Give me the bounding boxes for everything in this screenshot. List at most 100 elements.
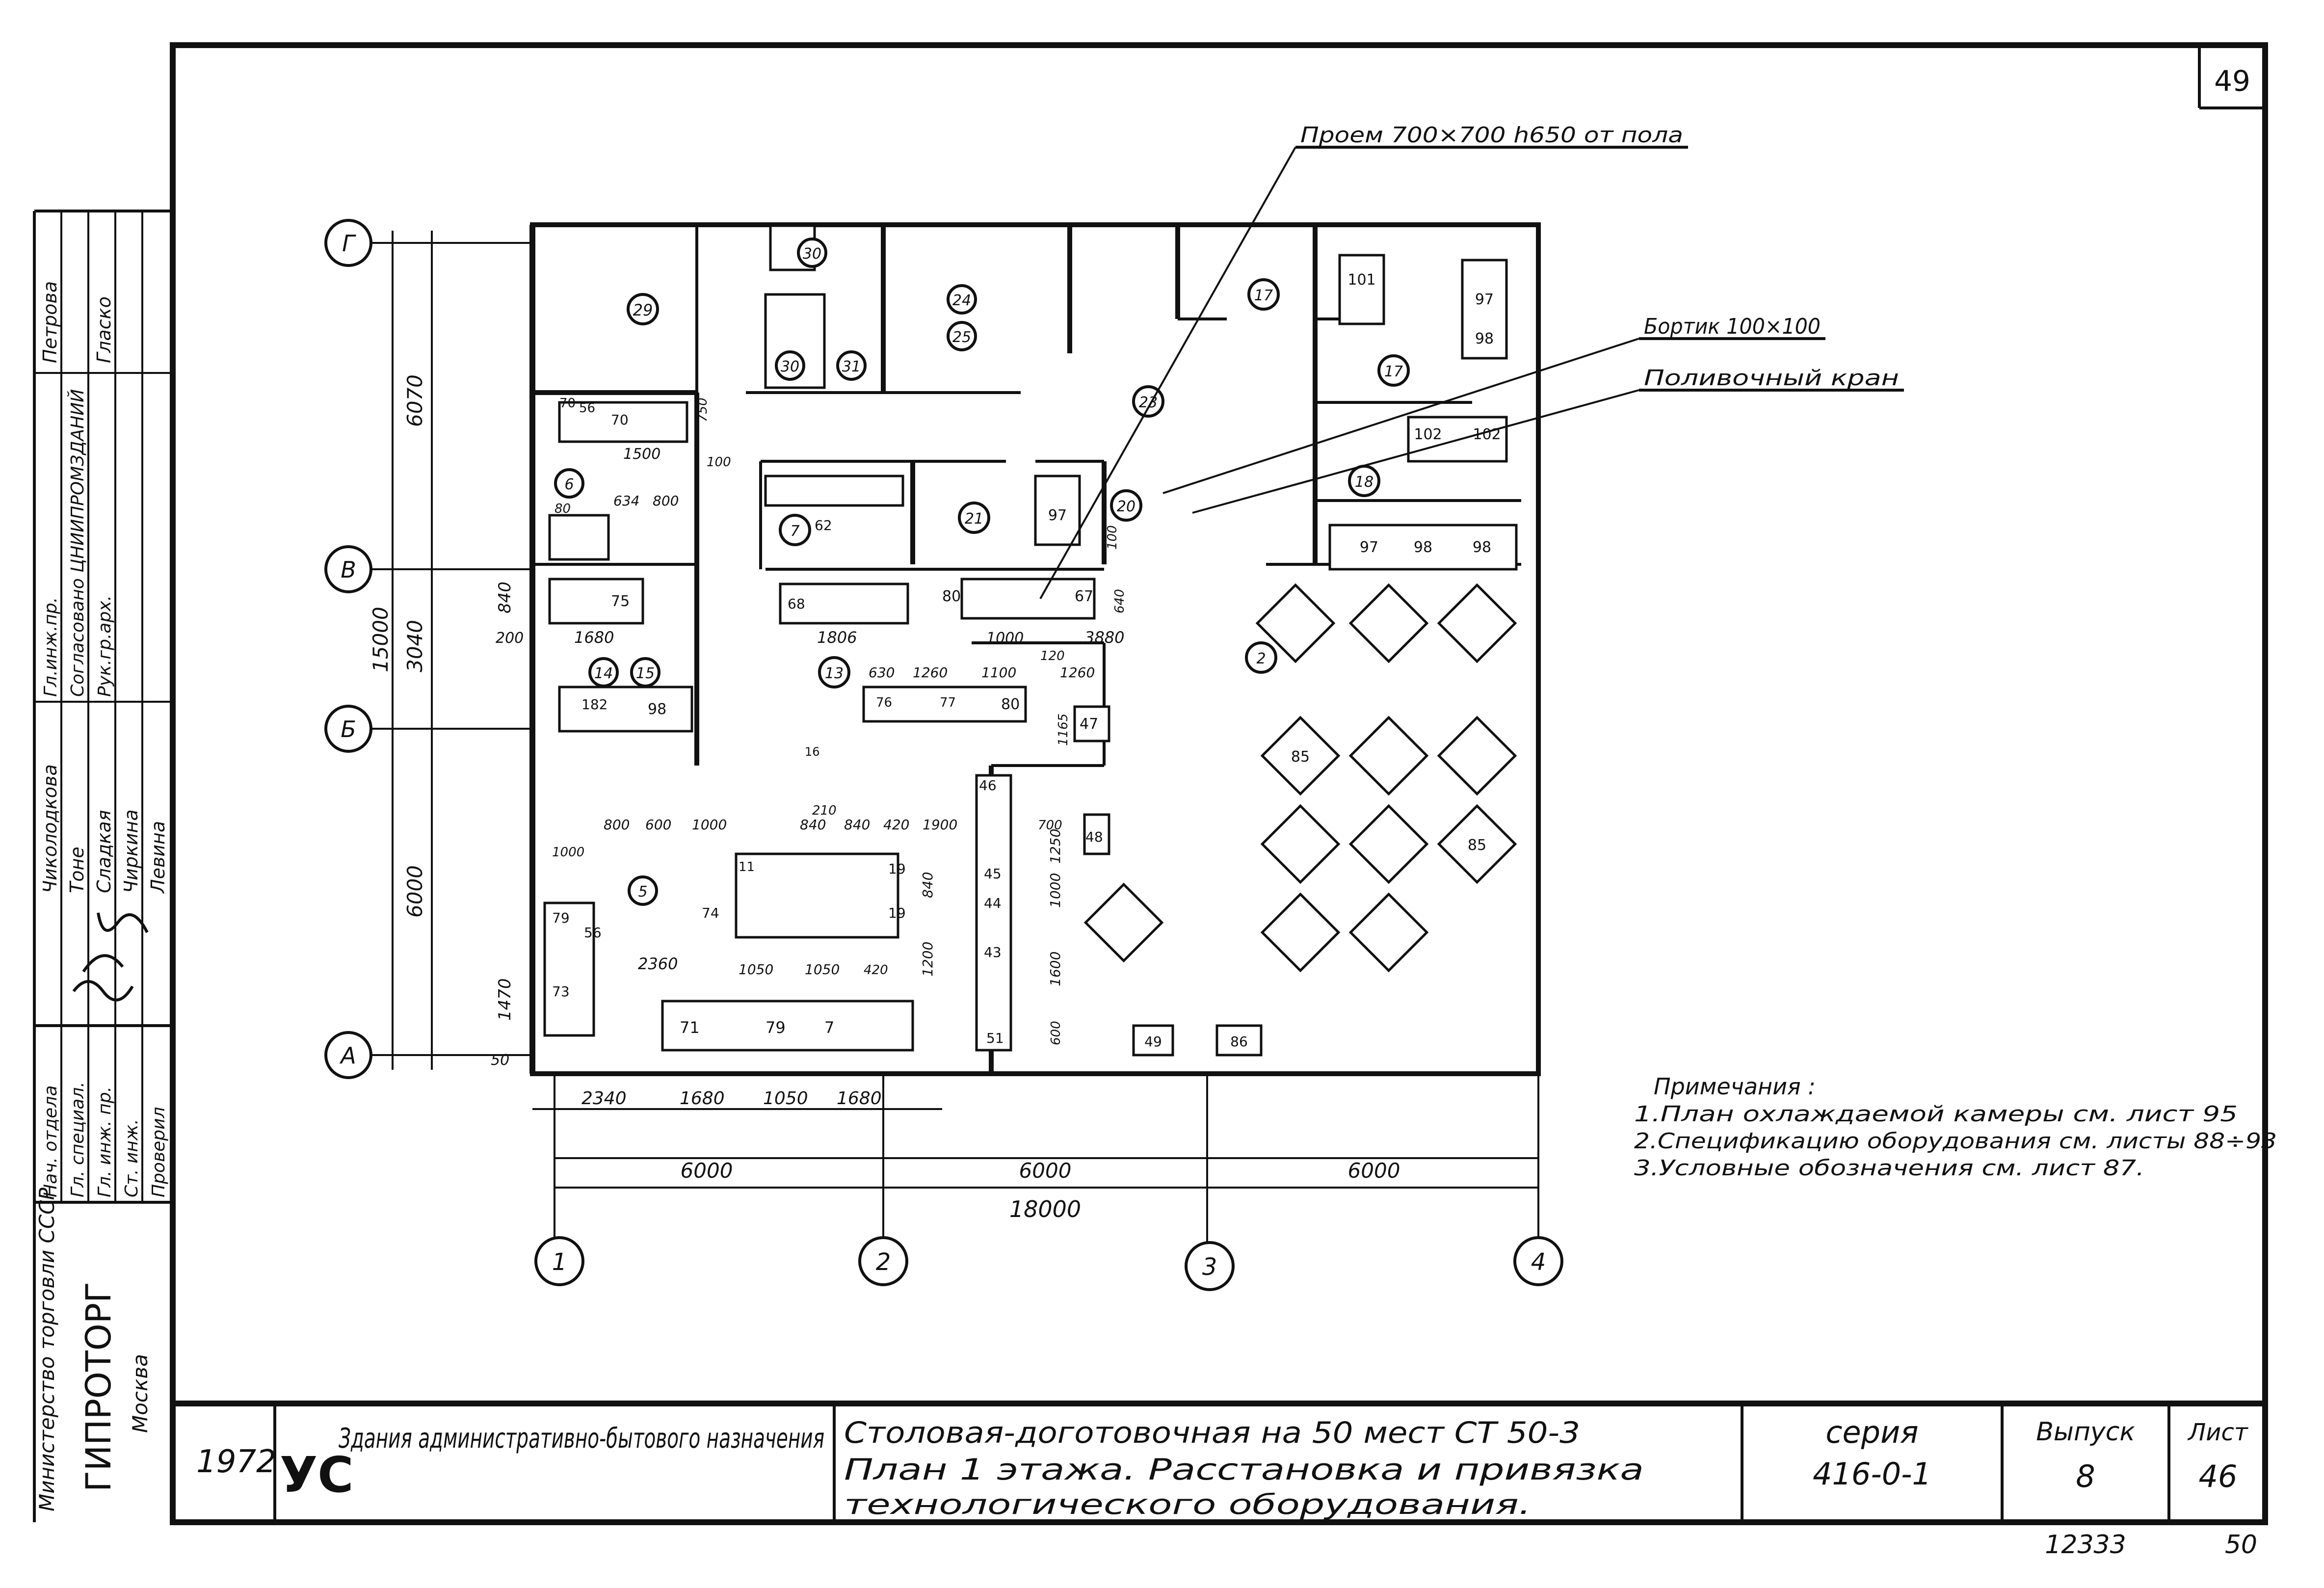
inline-dim-13: 1260 [1060, 664, 1095, 681]
dim-bay-1: 6000 [681, 1159, 733, 1183]
inline-dim-32: 700 [1038, 818, 1062, 833]
callouts: Проем 700×700 h650 от пола Бортик 100×10… [1300, 123, 1899, 391]
approval-role-2: Согласовано ЦНИИПРОМЗДАНИЙ [67, 389, 88, 697]
eq-97-b: 97 [1360, 539, 1378, 556]
room-20: 20 [1117, 498, 1136, 515]
dim-left-small-1: 840 [495, 582, 515, 613]
eq-97-c: 97 [1048, 507, 1067, 524]
eq-43: 43 [984, 944, 1002, 960]
title-line-2: План 1 этажа. Расстановка и привязка [844, 1453, 1644, 1487]
dimension-texts: 15000 6070 3040 6000 840 200 1470 50 234… [369, 374, 1400, 1222]
eq-75: 75 [611, 593, 630, 610]
inline-dim-5: 80 [555, 502, 571, 516]
room-17-a: 17 [1254, 287, 1273, 304]
eq-49: 49 [1144, 1033, 1162, 1050]
inline-dim-24: 1050 [805, 961, 840, 978]
stamp-role-3: Гл. инж. пр. [95, 1086, 115, 1197]
room-25: 25 [952, 329, 971, 346]
inline-dim-16: 1000 [692, 817, 727, 833]
inline-dim-37: 210 [812, 803, 837, 818]
inline-dim-2: 100 [707, 455, 731, 470]
inline-dim-12: 1100 [981, 664, 1016, 681]
stamp-name-4: Чиркина [120, 809, 142, 893]
eq-77: 77 [940, 695, 956, 710]
callout-opening: Проем 700×700 h650 от пола [1300, 123, 1683, 148]
title-line-1: Столовая-доготовочная на 50 мест СТ 50-3 [844, 1416, 1580, 1450]
inline-dim-31: 1250 [1047, 829, 1063, 864]
dim-overall: 18000 [1009, 1196, 1081, 1222]
approval-role-3: Рук.гр.арх. [95, 595, 115, 697]
room-15: 15 [636, 665, 655, 682]
eq-46: 46 [979, 777, 997, 794]
drawing-frame: 49 [170, 42, 2268, 1525]
inline-dimensions: 1500 750 100 634 800 80 1680 1806 1000 3… [552, 397, 1127, 1045]
inline-dim-23: 1050 [739, 961, 773, 978]
dim-bottom-1: 2340 [581, 1088, 627, 1109]
inline-dim-25: 420 [864, 963, 888, 978]
room-31: 31 [842, 358, 861, 375]
eq-47: 47 [1080, 715, 1098, 733]
room-7: 7 [790, 523, 799, 540]
dimension-lines [368, 231, 1539, 1256]
eq-97-a: 97 [1475, 291, 1494, 308]
archive-code: 12333 [2045, 1530, 2126, 1560]
room-14: 14 [594, 665, 613, 682]
eq-44: 44 [984, 895, 1002, 911]
notes-title: Примечания : [1654, 1073, 1816, 1100]
room-24: 24 [952, 292, 971, 309]
inline-dim-9: 3880 [1084, 628, 1124, 647]
inline-dim-6: 1680 [574, 628, 614, 647]
eq-56-b: 56 [584, 925, 602, 941]
dim-bay-2: 6000 [1019, 1159, 1072, 1183]
room-2: 2 [1256, 650, 1266, 667]
sheet-value: 46 [2199, 1458, 2238, 1494]
sheet-label: Лист [2187, 1419, 2249, 1446]
dining-tables [1083, 583, 1517, 973]
dim-bay-3: 6000 [1348, 1159, 1400, 1183]
inline-dim-18: 840 [800, 817, 826, 833]
eq-7: 7 [824, 1018, 834, 1037]
sheet-number-top: 49 [2214, 64, 2250, 98]
eq-98-c: 98 [1473, 539, 1491, 556]
equipment [543, 224, 1518, 1057]
dim-left-small-4: 50 [491, 1052, 509, 1069]
org-name: Министерство торговли СССР [35, 1187, 59, 1511]
eq-68: 68 [788, 596, 805, 612]
eq-79-b: 79 [766, 1018, 786, 1037]
inline-dim-36: 100 [1105, 525, 1120, 550]
stamp-name-1: Чиколодкова [39, 764, 61, 893]
room-29: 29 [633, 301, 653, 319]
eq-98-d: 98 [648, 701, 666, 718]
eq-56-a: 56 [579, 401, 595, 416]
stamp-name-3: Сладкая [93, 810, 115, 893]
eq-48: 48 [1085, 829, 1103, 845]
notes-line-3: 3.Условные обозначения см. лист 87. [1634, 1156, 2144, 1181]
inline-dim-33: 1165 [1056, 714, 1071, 746]
institute-city: Москва [128, 1354, 152, 1433]
title-line-3: технологического оборудования. [844, 1489, 1531, 1521]
eq-73: 73 [552, 983, 570, 1000]
eq-80-a: 80 [942, 588, 961, 605]
inline-dim-15: 600 [645, 817, 671, 833]
room-30-b: 30 [803, 245, 821, 263]
inline-dim-10: 630 [869, 664, 895, 681]
sheet-number-bottom: 50 [2225, 1530, 2257, 1560]
callout-tap: Поливочный кран [1644, 366, 1899, 391]
approval-name-1: Петрова [39, 281, 61, 363]
eq-98-a: 98 [1475, 330, 1494, 347]
eq-67: 67 [1075, 588, 1093, 605]
axis-col-4: 4 [1531, 1248, 1546, 1276]
axis-col-2: 2 [876, 1248, 891, 1276]
room-21: 21 [965, 510, 983, 528]
eq-76: 76 [876, 695, 892, 710]
axis-row-v: В [341, 556, 356, 583]
eq-101: 101 [1347, 271, 1375, 289]
logo: УС [280, 1446, 354, 1504]
dim-left-total: 15000 [369, 607, 393, 672]
eq-62: 62 [815, 517, 832, 533]
eq-102-a: 102 [1414, 426, 1442, 443]
axis-row-b: Б [341, 716, 356, 742]
inline-dim-35: 640 [1112, 589, 1127, 613]
eq-85-a: 85 [1291, 748, 1310, 766]
